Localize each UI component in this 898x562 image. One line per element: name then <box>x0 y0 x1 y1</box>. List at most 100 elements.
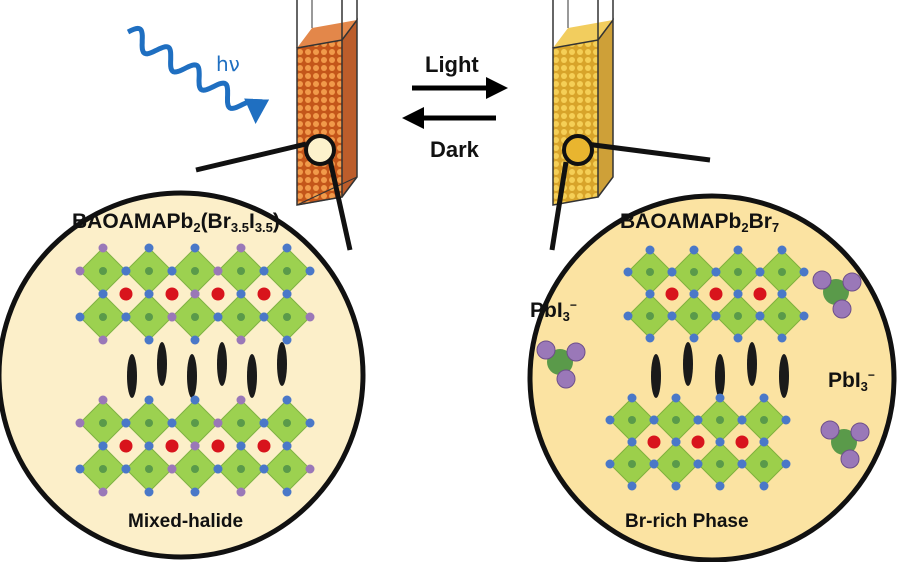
pb-atom <box>99 465 107 473</box>
cation <box>211 439 225 453</box>
br-atom <box>777 289 787 299</box>
pbi3-i-atom <box>842 272 862 292</box>
br-atom <box>627 393 637 403</box>
br-atom <box>282 289 292 299</box>
pb-atom <box>145 465 153 473</box>
pbi3-right-sub: 3 <box>860 379 868 394</box>
right-formula-mid: Br <box>748 210 772 233</box>
left-cuvette <box>296 0 358 206</box>
pb-atom <box>283 313 291 321</box>
cation <box>211 287 225 301</box>
br-atom <box>144 289 154 299</box>
pb-atom <box>734 312 742 320</box>
br-atom <box>305 266 315 276</box>
pb-atom <box>99 267 107 275</box>
i-atom <box>98 395 108 405</box>
br-atom <box>623 311 633 321</box>
br-atom <box>167 418 177 428</box>
i-atom <box>75 266 85 276</box>
br-atom <box>733 333 743 343</box>
cation <box>691 435 705 449</box>
right-lattice <box>605 245 809 491</box>
br-atom <box>777 333 787 343</box>
i-atom <box>236 243 246 253</box>
br-atom <box>98 441 108 451</box>
organic-spacer <box>651 354 661 398</box>
pbi3-right-sup: − <box>867 368 875 382</box>
br-atom <box>781 459 791 469</box>
br-atom <box>645 289 655 299</box>
i-atom <box>167 464 177 474</box>
i-atom <box>190 441 200 451</box>
pbi3-i-atom <box>536 340 556 360</box>
br-atom <box>627 481 637 491</box>
br-atom <box>711 311 721 321</box>
br-atom <box>75 464 85 474</box>
left-formula-sub2: 3.5 <box>230 220 249 235</box>
i-atom <box>190 289 200 299</box>
pb-atom <box>191 313 199 321</box>
br-atom <box>689 245 699 255</box>
br-atom <box>121 464 131 474</box>
br-atom <box>649 415 659 425</box>
pb-atom <box>283 267 291 275</box>
pbi3-i-atom <box>556 369 576 389</box>
br-atom <box>236 289 246 299</box>
right-formula: BAOAMAPb2Br7 <box>620 210 779 235</box>
br-atom <box>305 418 315 428</box>
organic-spacer <box>277 342 287 386</box>
i-atom <box>98 335 108 345</box>
br-atom <box>671 437 681 447</box>
br-atom <box>733 245 743 255</box>
br-atom <box>649 459 659 469</box>
br-atom <box>190 395 200 405</box>
pbi3-i-atom <box>850 422 870 442</box>
cation <box>665 287 679 301</box>
pb-atom <box>237 419 245 427</box>
cation <box>709 287 723 301</box>
organic-spacer <box>187 354 197 398</box>
left-formula: BAOAMAPb2(Br3.5I3.5) <box>72 210 280 235</box>
cation <box>165 287 179 301</box>
br-atom <box>144 243 154 253</box>
left-caption: Mixed-halide <box>128 511 244 532</box>
pb-atom <box>690 312 698 320</box>
br-atom <box>755 267 765 277</box>
i-atom <box>236 487 246 497</box>
light-arrow <box>412 77 508 99</box>
br-atom <box>799 311 809 321</box>
br-atom <box>259 418 269 428</box>
pb-atom <box>283 465 291 473</box>
br-atom <box>213 312 223 322</box>
br-atom <box>259 464 269 474</box>
pb-atom <box>237 313 245 321</box>
pbi3-left-prefix: PbI <box>530 299 563 322</box>
left-formula-sub3: 3.5 <box>254 220 273 235</box>
br-atom <box>605 415 615 425</box>
left-lattice <box>75 243 315 497</box>
pb-atom <box>778 268 786 276</box>
pb-atom <box>716 416 724 424</box>
cation <box>257 287 271 301</box>
organic-spacer <box>247 354 257 398</box>
i-atom <box>213 266 223 276</box>
br-atom <box>759 481 769 491</box>
i-atom <box>75 418 85 428</box>
pb-atom <box>99 419 107 427</box>
br-atom <box>671 481 681 491</box>
i-atom <box>98 243 108 253</box>
pb-atom <box>672 460 680 468</box>
light-label: Light <box>425 52 479 77</box>
i-atom <box>305 312 315 322</box>
pb-atom <box>672 416 680 424</box>
br-atom <box>167 266 177 276</box>
br-atom <box>623 267 633 277</box>
pbi3-left-sup: − <box>569 298 577 312</box>
i-atom <box>305 464 315 474</box>
pbi3-clusters <box>536 270 870 469</box>
pbi3-right-prefix: PbI <box>828 369 861 392</box>
br-atom <box>693 415 703 425</box>
br-atom <box>121 312 131 322</box>
br-atom <box>121 418 131 428</box>
